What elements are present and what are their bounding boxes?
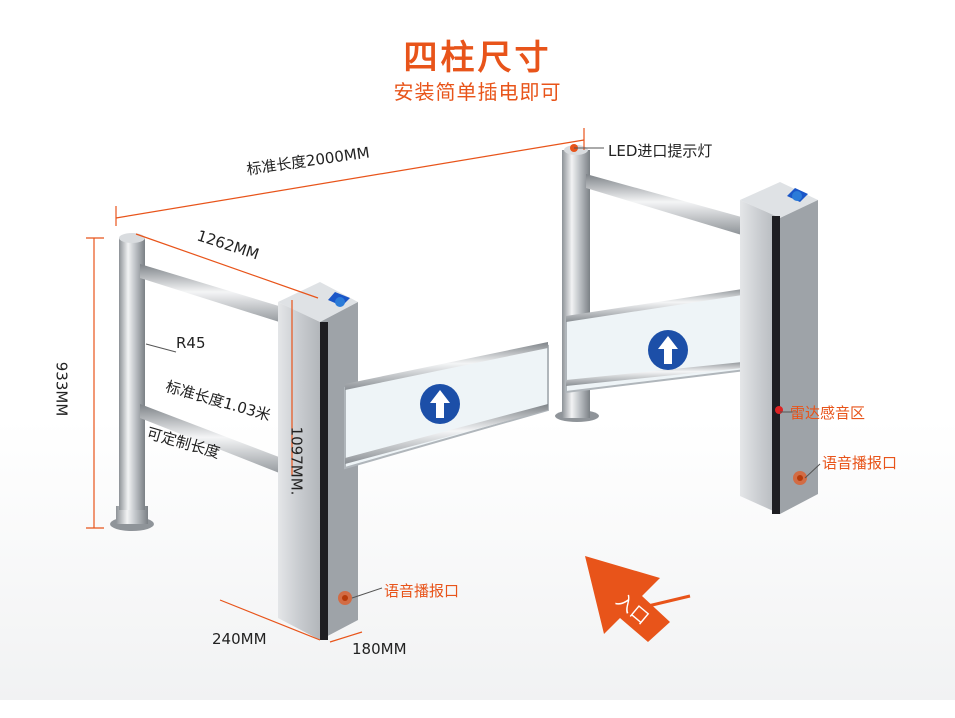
leader-lines: [145, 147, 821, 599]
cabinet-height-label: 1097MM.: [287, 426, 306, 496]
swing-panel-left: [344, 342, 549, 470]
radar-label: 雷达感音区: [790, 404, 866, 422]
right-cabinet: [740, 182, 818, 514]
radius-label: R45: [176, 334, 206, 352]
speaker-right-label: 语音播报口: [822, 454, 898, 472]
left-cabinet: [278, 282, 358, 640]
led-label: LED进口提示灯: [608, 142, 713, 160]
dimension-lines: [86, 128, 585, 643]
swing-panel-right: [565, 286, 763, 394]
page-subtitle: 安装简单插电即可: [393, 80, 562, 104]
left-upper-arm: [140, 264, 292, 478]
page-title: 四柱尺寸: [403, 38, 552, 78]
post-height-label: 933MM: [52, 361, 71, 417]
speaker-left-label: 语音播报口: [384, 582, 460, 600]
left-post: [110, 233, 154, 531]
cabinet-width-label: 240MM: [212, 630, 267, 648]
cabinet-depth-label: 180MM: [352, 640, 407, 658]
radar-sensor: [775, 406, 783, 414]
